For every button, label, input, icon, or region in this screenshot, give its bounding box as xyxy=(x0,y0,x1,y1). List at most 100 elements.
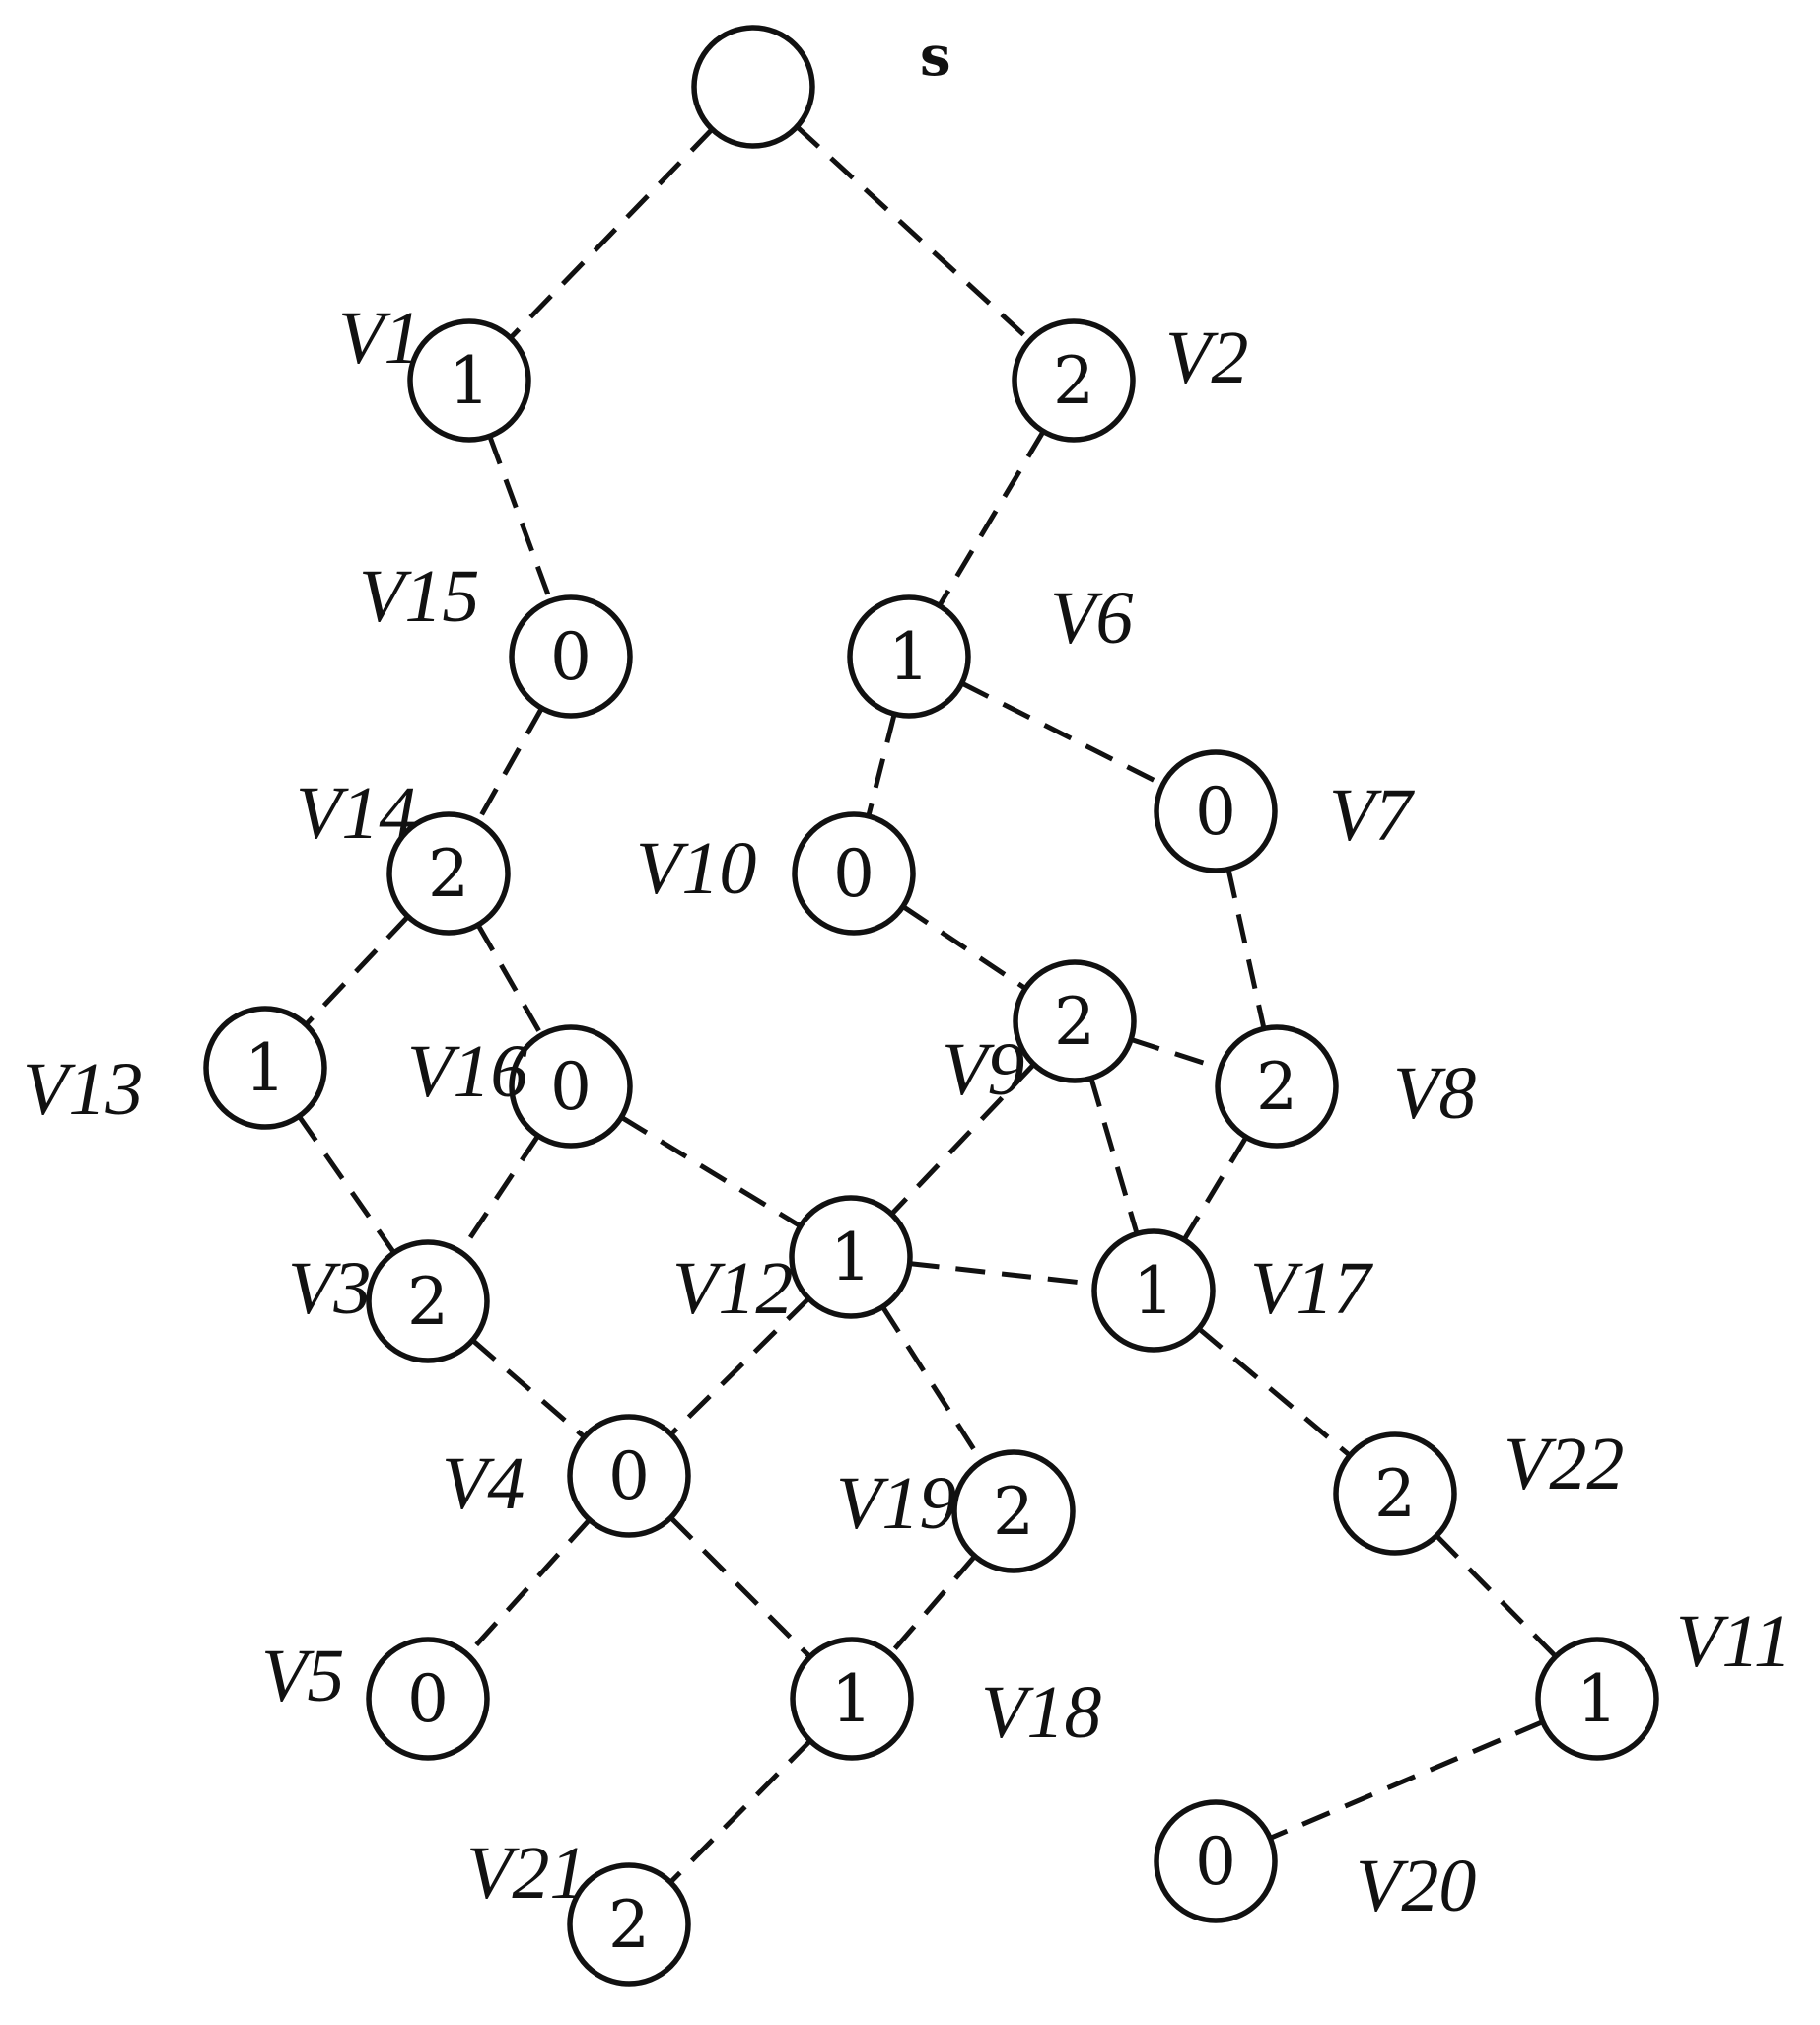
node-label: V5 xyxy=(261,1635,344,1717)
node-v1: 1 V1 xyxy=(338,297,531,443)
edge-v10-v9 xyxy=(901,904,1027,991)
node-v4: 0V4 xyxy=(442,1414,691,1538)
node-circle xyxy=(1333,1431,1457,1556)
edge-s-v2 xyxy=(795,124,1032,343)
node-v20: 0 V20 xyxy=(1154,1799,1476,1927)
node-label: V16 xyxy=(407,1030,527,1113)
edge-v16-v12 xyxy=(619,1115,803,1228)
node-label: V1 xyxy=(338,297,421,380)
edge-v16-v3 xyxy=(458,1134,540,1254)
edge-v6-v7 xyxy=(960,680,1164,788)
node-value: 2 xyxy=(1054,984,1095,1060)
node-value: 1 xyxy=(1576,1661,1618,1737)
node-v12: 1 V12 xyxy=(672,1195,913,1330)
node-circle xyxy=(366,1239,490,1363)
node-value: 0 xyxy=(1195,1824,1236,1900)
edge-v12-v17 xyxy=(909,1261,1095,1287)
node-label: V18 xyxy=(981,1671,1101,1754)
node-value: 2 xyxy=(428,836,469,912)
node-label: V3 xyxy=(288,1247,371,1330)
edge-v4-v18 xyxy=(668,1515,812,1659)
edge-v9-v12 xyxy=(889,1062,1036,1217)
node-v21: 2 V21 xyxy=(466,1832,691,1987)
node-value: 1 xyxy=(888,619,930,695)
node-label: V19 xyxy=(836,1462,956,1545)
node-label: V10 xyxy=(636,827,756,910)
edge-v8-v17 xyxy=(1181,1136,1249,1241)
edge-v3-v4 xyxy=(470,1338,587,1439)
node-circle xyxy=(509,1024,633,1149)
edge-v18-v21 xyxy=(668,1738,812,1885)
node-circle xyxy=(567,1862,691,1987)
node-label: V12 xyxy=(672,1247,793,1330)
node-label: s xyxy=(920,24,951,89)
node-circle xyxy=(1091,1228,1216,1353)
node-circle xyxy=(366,1637,490,1761)
node-label: V13 xyxy=(23,1048,143,1131)
edge-v9-v17 xyxy=(1088,1077,1140,1235)
edge-v17-v22 xyxy=(1197,1326,1352,1458)
edge-v9-v8 xyxy=(1130,1037,1222,1071)
node-value: 1 xyxy=(830,1220,872,1295)
node-value: 1 xyxy=(831,1661,873,1737)
edge-v12-v19 xyxy=(880,1305,984,1463)
edge-v4-v5 xyxy=(465,1517,592,1657)
edge-v2-v6 xyxy=(937,430,1046,607)
node-v10: 0 V10 xyxy=(636,811,916,936)
node-label: V14 xyxy=(296,772,416,855)
node-value: 1 xyxy=(449,343,490,419)
edge-v13-v3 xyxy=(297,1114,396,1255)
node-value: 1 xyxy=(1133,1253,1174,1329)
node-circle xyxy=(1535,1637,1659,1761)
node-label: V22 xyxy=(1504,1423,1624,1505)
node-v2: 2 V2 xyxy=(1012,316,1248,443)
node-value: 2 xyxy=(608,1887,650,1963)
node-label: V17 xyxy=(1250,1247,1373,1330)
node-v9: 2V9 xyxy=(942,959,1137,1111)
node-circle xyxy=(386,811,511,936)
node-circle xyxy=(951,1449,1076,1573)
node-value: 0 xyxy=(550,1049,592,1125)
node-circle xyxy=(407,318,531,443)
node-value: 0 xyxy=(1195,774,1236,850)
node-circle xyxy=(567,1414,691,1538)
node-circle xyxy=(1154,749,1278,873)
edge-v19-v18 xyxy=(888,1554,977,1656)
edge-v7-v8 xyxy=(1225,869,1267,1029)
node-value: 0 xyxy=(550,619,592,695)
node-label: V9 xyxy=(942,1028,1024,1111)
node-circle xyxy=(789,1195,913,1319)
node-value: 2 xyxy=(407,1264,449,1340)
node-v18: 1 V18 xyxy=(790,1637,1101,1761)
node-value: 2 xyxy=(1053,343,1094,419)
node-label: V20 xyxy=(1356,1845,1476,1927)
node-v17: 1 V17 xyxy=(1091,1228,1373,1353)
node-v3: 2 V3 xyxy=(288,1239,490,1363)
edge-v11-v20 xyxy=(1269,1719,1544,1841)
edge-v15-v14 xyxy=(475,707,544,823)
node-value: 0 xyxy=(833,836,875,912)
node-circle xyxy=(1013,959,1137,1083)
edge-s-v1 xyxy=(508,127,715,340)
node-value: 0 xyxy=(407,1661,449,1737)
node-circle xyxy=(203,1006,327,1130)
node-circle xyxy=(509,594,633,719)
edge-v14-v13 xyxy=(304,914,410,1027)
edge-v14-v16 xyxy=(475,923,544,1037)
node-circle xyxy=(792,811,916,936)
node-label: V15 xyxy=(359,555,479,638)
node-v15: 0 V15 xyxy=(359,555,633,719)
node-label: V2 xyxy=(1165,316,1248,399)
edges-layer xyxy=(297,124,1558,1885)
edge-v1-v15 xyxy=(487,435,553,602)
node-label: V21 xyxy=(466,1832,587,1915)
node-label: V8 xyxy=(1393,1052,1476,1135)
edge-v6-v10 xyxy=(866,713,897,817)
